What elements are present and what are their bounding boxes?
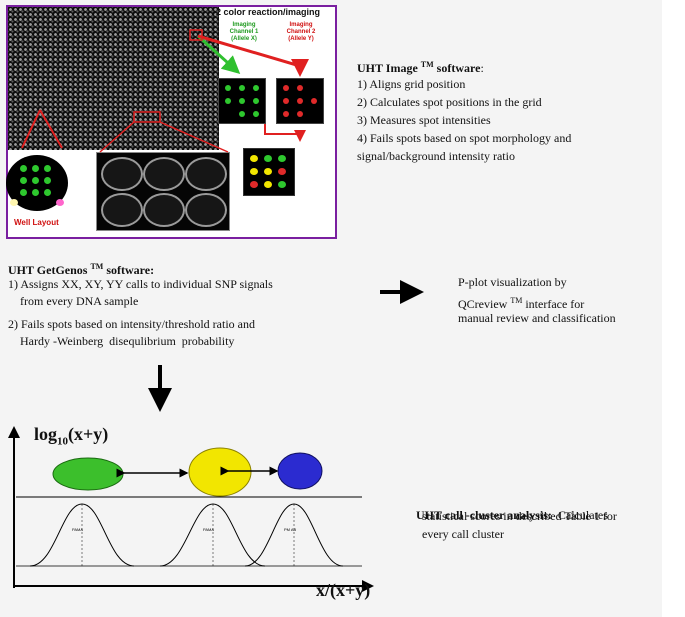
x-axis-label: x/(x+y) [316,580,371,600]
spot [283,85,289,91]
spot [264,168,272,175]
channel-1-image [218,78,266,124]
array-grid-image [8,7,219,150]
spot [32,189,39,196]
uht-image-item: 3) Measures spot intensities [357,113,491,127]
title-rest: software [433,61,481,75]
ylabel-sub: 10 [57,435,69,448]
uht-image-item: signal/background intensity ratio [357,149,515,163]
title-main: UHT Image [357,61,418,75]
reaction-imaging-title: 2 color reaction/imaging [216,7,321,17]
pplot-line2: QCreview TM interface for [458,292,584,313]
spot [278,168,286,175]
uht-image-item: 4) Fails spots based on spot morphology … [357,131,572,145]
cluster-analysis-text: Calculates [551,508,608,522]
spot [264,181,272,188]
spot [250,168,258,175]
channel-1-label: Imaging Channel 1 (Allele X) [229,22,259,42]
channel-2-image [276,78,324,124]
cluster-analysis-line2: statistical scores in described Table 1 … [422,509,617,523]
spot [10,199,18,206]
spot [264,155,272,162]
well-ring [101,193,143,227]
spot [239,111,245,117]
tm-mark: TM [90,262,104,271]
spot [253,98,259,104]
uht-image-item: 2) Calculates spot positions in the grid [357,95,542,109]
spot [311,98,317,104]
spot [56,199,64,206]
cluster-green [52,457,124,491]
curve-label: PM AB [284,527,297,532]
channel-2-label: Imaging Channel 2 (Allele Y) [286,22,316,42]
well-images [96,152,230,231]
pplot-line2-b: interface for [522,297,585,311]
getgenos-item: Hardy -Weinberg disequlibrium probabilit… [8,334,235,348]
pplot-line1: P-plot visualization by [458,275,567,289]
pplot-line3: manual review and classification [458,311,616,325]
curve-label: PAMA [203,527,214,532]
cluster-analysis-line3: every call cluster [422,527,504,541]
title-main: UHT GetGenos [8,263,88,277]
well-ring [143,193,185,227]
well-layout-label: Well Layout [14,218,59,227]
spot [250,155,258,162]
well-ring [101,157,143,191]
getgenos-item: 1) Assigns XX, XY, YY calls to individua… [8,277,273,291]
spot [239,85,245,91]
well-layout-diagram [6,155,68,211]
cluster-analysis-title: UHT call -cluster analysis: [416,508,552,522]
spot [20,165,27,172]
well-ring [143,157,185,191]
spot [283,111,289,117]
spot [239,98,245,104]
spot [225,98,231,104]
spot [253,111,259,117]
spot [225,85,231,91]
cluster-yellow [188,447,252,497]
getgenos-title: UHT GetGenos TM software: [8,258,154,279]
getgenos-item: from every DNA sample [8,294,139,308]
spot [44,165,51,172]
spot [32,177,39,184]
ylabel-base: log [34,424,58,444]
spot [44,177,51,184]
spot [278,155,286,162]
spot [32,165,39,172]
uht-image-title: UHT Image TM software: [357,56,484,77]
spot [283,98,289,104]
y-axis-label: log10(x+y) [34,424,108,448]
cluster-analysis-line1: UHT call -cluster analysis: Calculates [410,490,608,524]
spot [20,189,27,196]
cluster-blue [277,452,323,490]
spot [253,85,259,91]
distribution-curve [159,503,266,567]
well-ring [185,157,227,191]
tm-mark: TM [420,60,434,69]
spot [297,98,303,104]
ylabel-rest: (x+y) [68,424,109,444]
pplot-line2-a: QCreview [458,297,511,311]
spot [278,181,286,188]
uht-image-item: 1) Aligns grid position [357,77,466,91]
title-colon: : [480,61,484,75]
composite-connectors [21,29,309,153]
spot [297,111,303,117]
spot [250,181,258,188]
spot [20,177,27,184]
tm-mark: TM [510,296,523,305]
getgenos-item: 2) Fails spots based on intensity/thresh… [8,317,255,331]
spot [44,189,51,196]
merged-channel-image [243,148,295,196]
well-ring [185,193,227,227]
title-rest: software: [103,263,155,277]
spot [297,85,303,91]
curve-label: PAMA [72,527,83,532]
